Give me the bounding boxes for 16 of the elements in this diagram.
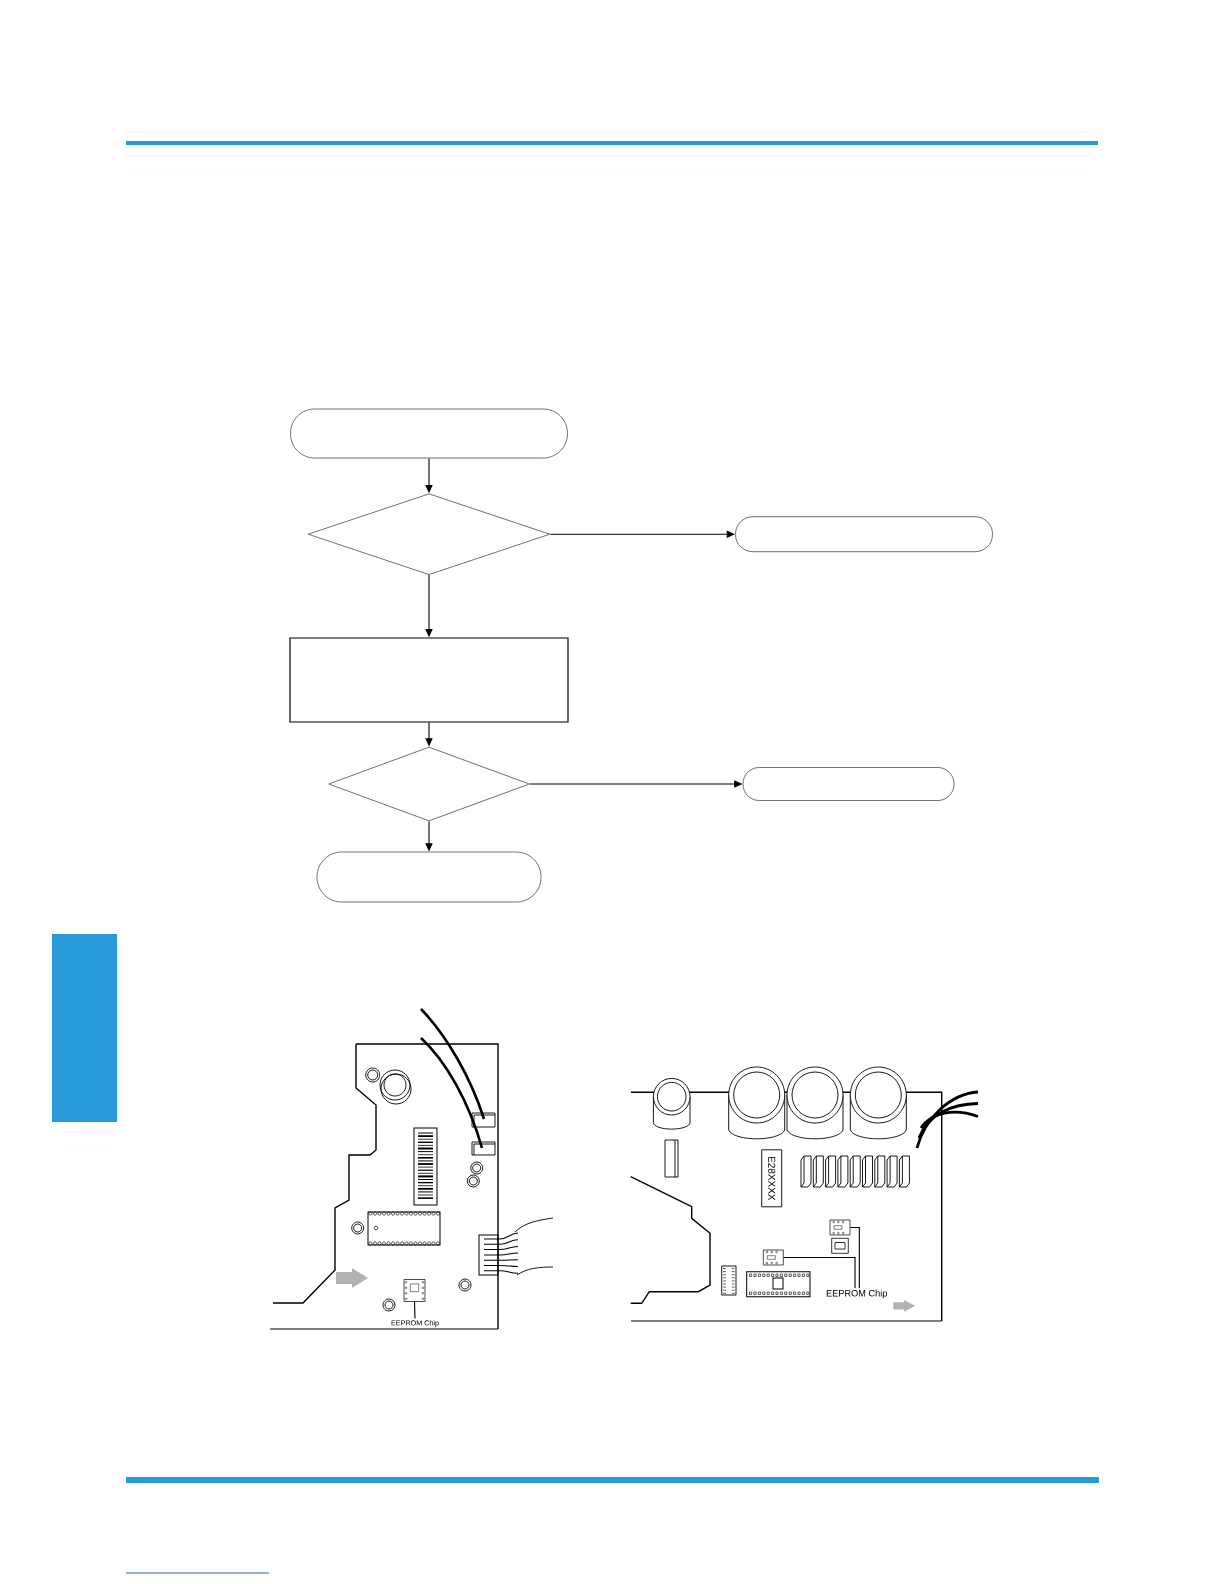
callout-label: EEPROM Chip: [826, 1289, 887, 1299]
chip: [762, 1249, 784, 1266]
part-label: E28XXXX: [761, 1149, 783, 1208]
leader-line: [849, 1226, 860, 1289]
decision-diamond: [307, 493, 551, 575]
leader-line: [413, 1301, 416, 1320]
rounded-box: [316, 851, 542, 903]
rounded-box: [290, 408, 568, 459]
rounded-box: [742, 767, 955, 801]
side-tab: [52, 934, 117, 1122]
process-box: [289, 637, 569, 723]
chip: [829, 1219, 851, 1236]
leader-line: [783, 1256, 856, 1289]
decision-diamond: [328, 746, 530, 822]
rounded-box: [735, 516, 993, 553]
chip: [403, 1279, 426, 1302]
